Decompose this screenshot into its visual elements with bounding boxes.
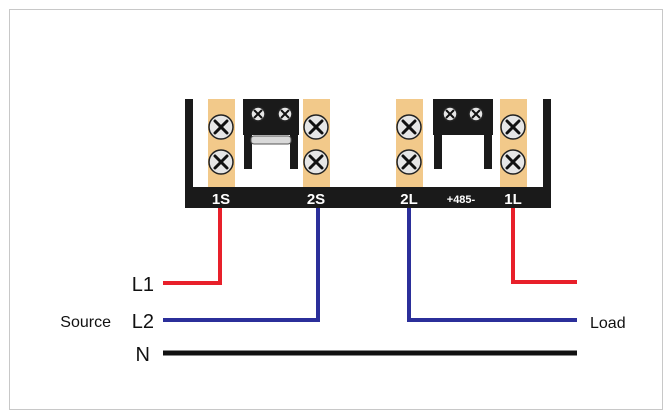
wire-l1-source	[163, 208, 222, 285]
meter-terminal-block: 1S 2S 2L +485- 1L	[185, 99, 551, 208]
jumper-leg-left	[244, 135, 252, 169]
jumper-leg-right	[290, 135, 298, 169]
jumper-link	[250, 135, 292, 145]
screw-1s-bottom-icon	[208, 149, 234, 175]
rs485-block-body	[433, 99, 493, 135]
terminal-label-1l: 1L	[504, 191, 522, 208]
label-l2: L2	[132, 311, 154, 333]
screw-rs485-right-icon	[468, 106, 484, 122]
meter-right-wall	[543, 99, 551, 194]
screw-rs485-left-icon	[442, 106, 458, 122]
screws	[208, 106, 526, 175]
screw-2s-bottom-icon	[303, 149, 329, 175]
wires	[163, 208, 577, 356]
screw-2s-top-icon	[303, 114, 329, 140]
label-n: N	[136, 344, 150, 366]
terminal-label-rs485: +485-	[447, 194, 476, 206]
screw-1l-bottom-icon	[500, 149, 526, 175]
screw-2l-bottom-icon	[396, 149, 422, 175]
meter-base-bar	[185, 187, 551, 208]
screw-2l-top-icon	[396, 114, 422, 140]
rs485-leg-left	[434, 135, 442, 169]
terminal-label-2l: 2L	[400, 191, 418, 208]
label-load: Load	[590, 315, 626, 332]
screw-jumper-left-icon	[250, 106, 266, 122]
label-source: Source	[60, 314, 111, 331]
wire-l2-load	[407, 208, 577, 322]
diagram-frame	[9, 9, 663, 410]
terminal-label-1s: 1S	[212, 191, 230, 208]
screw-1s-top-icon	[208, 114, 234, 140]
screw-1l-top-icon	[500, 114, 526, 140]
label-l1: L1	[132, 274, 154, 296]
wire-l1-load	[511, 208, 577, 284]
screw-jumper-right-icon	[277, 106, 293, 122]
wire-l2-source	[163, 208, 320, 322]
terminal-label-2s: 2S	[307, 191, 325, 208]
rs485-leg-right	[484, 135, 492, 169]
meter-left-wall	[185, 99, 193, 194]
